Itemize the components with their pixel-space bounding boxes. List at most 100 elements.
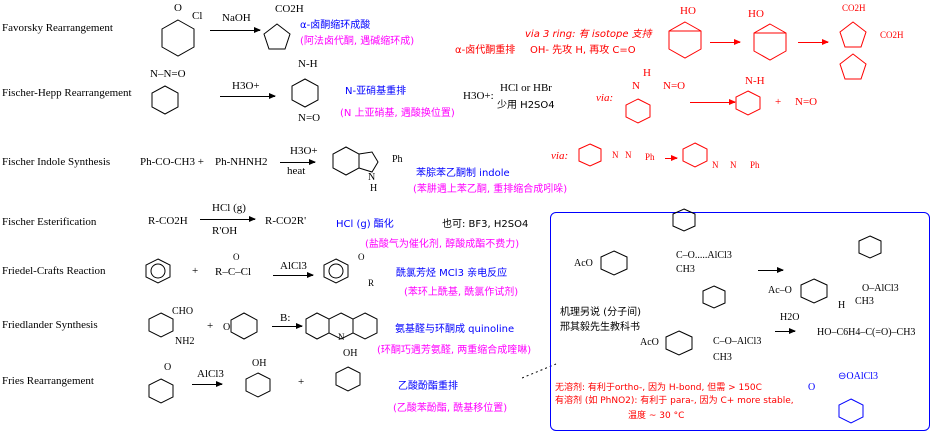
phenyl-label: Ph: [392, 154, 403, 165]
benzene-ring: [148, 312, 174, 338]
quinoline-structure: [305, 312, 378, 340]
arrow: [775, 328, 796, 334]
indole-structure: [332, 146, 379, 176]
arrow: [758, 267, 784, 273]
reaction-arrow: [210, 27, 261, 33]
reaction-note: (苯肼遇上苯乙酮, 重排缩合成吲哚): [413, 184, 568, 195]
mechanism-source: 邢其毅先生教科书: [560, 322, 640, 333]
quinoid-ring: [800, 278, 828, 304]
reaction-name-friedel-crafts: Friedel-Crafts Reaction: [2, 265, 106, 277]
sm-acid: R-CO2H: [148, 215, 188, 227]
hydroxyacetophenone: HO–C6H4–C(=O)–CH3: [817, 327, 916, 338]
n-label-2: N: [625, 150, 632, 160]
reagent-naoh: NaOH: [222, 12, 251, 24]
reaction-arrow: [200, 216, 256, 222]
benzene-ring: [151, 85, 179, 115]
acid-note: 少用 H2SO4: [497, 100, 555, 111]
reagent-alcl3: AlCl3: [197, 368, 224, 380]
reagent-hcl: HCl (g): [212, 202, 246, 214]
arrow: [710, 39, 741, 45]
h-label: H: [838, 300, 846, 311]
reaction-arrow: [273, 272, 314, 278]
oh-label: OH: [252, 358, 267, 369]
co2h-label-2: CO2H: [880, 30, 904, 40]
benzene-ring: [735, 90, 761, 116]
ho-label: HO: [748, 8, 764, 20]
nh2-label: NH2: [175, 336, 195, 347]
benzene-ring: [665, 330, 693, 356]
product-no: N=O: [298, 112, 321, 124]
via-note: via 3 ring: 有 isotope 支持: [525, 29, 652, 40]
reaction-name-fischer-hepp: Fischer-Hepp Rearrangement: [2, 87, 132, 99]
ortho-product: [245, 372, 271, 398]
reaction-note: (N 上亚硝基, 遇酸换位置): [340, 108, 455, 119]
ketone-o-label: O: [174, 2, 182, 14]
reagent-alcl3: AlCl3: [280, 260, 307, 272]
reaction-name-favorsky: Favorsky Rearrangement: [2, 22, 113, 34]
cyclohexanone-structure: [161, 19, 195, 57]
plus-sign: +: [192, 265, 199, 277]
reaction-note: (乙酸苯酚酯, 酰基移位置): [393, 403, 508, 414]
alkoxide-intermediate: [753, 23, 787, 61]
reaction-name-friedlander: Friedlander Synthesis: [2, 319, 98, 331]
reaction-title: α-卤酮缩环成酸: [300, 20, 371, 31]
h-label: H: [643, 67, 651, 79]
n-label: N: [612, 150, 619, 160]
plus-sign: +: [298, 376, 305, 388]
mechanism-title: 机理另说 (分子间): [560, 307, 641, 318]
n-label-2: N: [730, 160, 737, 170]
aco-label: AcO: [640, 337, 659, 348]
sm-acetophenone: Ph-CO-CH3 +: [140, 156, 204, 168]
n-label: N: [632, 80, 640, 92]
acylium-label: O: [808, 382, 816, 393]
benzene-ring: [838, 398, 864, 424]
cyclohexanone: [230, 312, 258, 340]
benzene-ring: [291, 78, 319, 108]
phenoxy-ring: [858, 235, 882, 259]
ketone-o: O: [223, 322, 231, 333]
benzene-ring: [600, 250, 628, 276]
arrow: [665, 155, 678, 161]
reaction-name-fischer-esterification: Fischer Esterification: [2, 216, 97, 228]
reaction-name-fischer-indole: Fischer Indole Synthesis: [2, 156, 111, 168]
ketone-o: O: [358, 252, 365, 262]
benzene-ring: [625, 98, 651, 124]
cyclopentane-structure: [263, 23, 291, 50]
reagent-alcohol: R'OH: [212, 225, 238, 237]
arrow: [690, 99, 736, 105]
benzene-ring: [682, 142, 708, 168]
reaction-arrow: [220, 93, 276, 99]
methyl-label: CH3: [713, 352, 732, 363]
product-ester: R-CO2R': [265, 215, 307, 227]
reaction-note: (环酮巧遇芳氨醛, 两重缩合成喹啉): [377, 345, 532, 356]
reaction-title: 乙酸酚酯重排: [398, 381, 458, 392]
quinoline-n: N: [338, 332, 345, 342]
c-o-alcl3-label: C–O–AlCl3: [713, 336, 762, 347]
reaction-note: (苯环上酰基, 酰氯作试剂): [404, 287, 519, 298]
acid-options: HCl or HBr: [500, 82, 552, 94]
via-label: via:: [596, 92, 614, 104]
oh-label: OH: [343, 348, 358, 359]
via-note-2: OH- 先攻 H, 再攻 C=O: [530, 45, 636, 56]
phenyl-acetate: [148, 378, 174, 404]
plus-sign: +: [207, 320, 214, 332]
acyl-chloride: R–C–Cl: [215, 266, 252, 278]
bicyclic-ketone: [668, 21, 702, 59]
acyl-o: O: [233, 252, 240, 262]
ph-label: Ph: [645, 152, 655, 162]
phenoxy-ring: [702, 285, 726, 309]
ph-label: Ph: [750, 160, 760, 170]
methyl-label: CH3: [676, 264, 695, 275]
sm-phenylhydrazine: Ph-NHNH2: [215, 156, 268, 168]
aniline-nh: N-H: [745, 75, 765, 87]
water-reagent: H2O: [780, 312, 800, 323]
co2h-label: CO2H: [842, 3, 866, 13]
n-label: N: [712, 160, 719, 170]
reaction-name-fries: Fries Rearrangement: [2, 375, 94, 387]
reaction-title: 氨基醛与环酮成 quinoline: [395, 324, 515, 335]
reaction-title: 酰氯芳烃 MCl3 亲电反应: [396, 268, 508, 279]
o-alcl3-label: O–AlCl3: [862, 283, 899, 294]
acid-label: H3O+:: [463, 90, 494, 102]
ester-o: O: [164, 362, 172, 373]
